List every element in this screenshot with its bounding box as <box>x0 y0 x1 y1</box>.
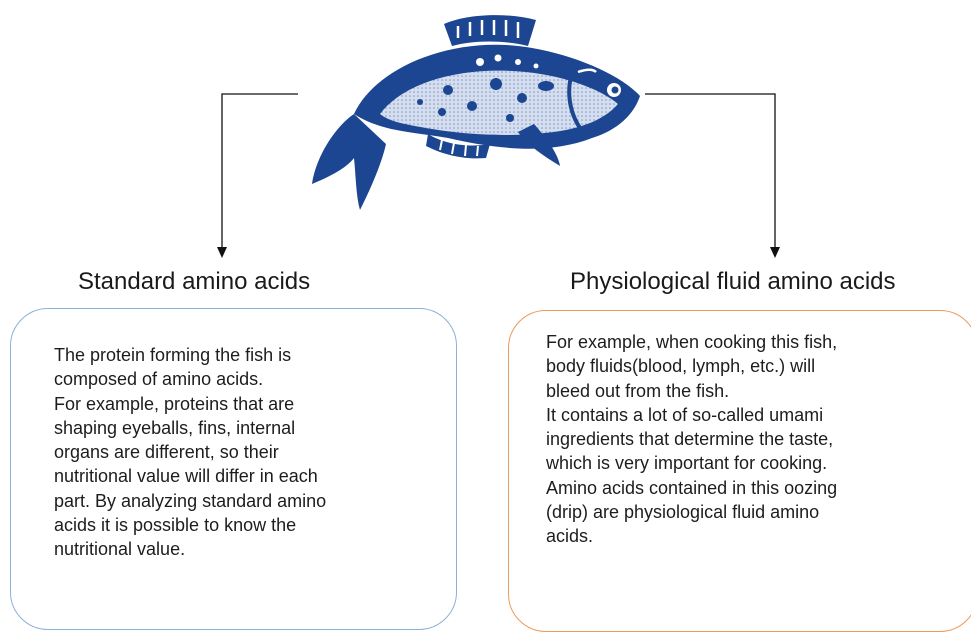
standard-amino-acids-description: The protein forming the fish is composed… <box>54 343 444 562</box>
physiological-fluid-amino-acids-heading: Physiological fluid amino acids <box>570 268 896 296</box>
left-connector-line <box>222 94 298 250</box>
description-line: shaping eyeballs, fins, internal <box>54 416 444 440</box>
standard-amino-acids-box: The protein forming the fish is composed… <box>10 308 457 630</box>
physiological-fluid-amino-acids-box: For example, when cooking this fish, bod… <box>508 310 971 632</box>
description-line: ingredients that determine the taste, <box>546 427 966 451</box>
description-line: which is very important for cooking. <box>546 451 966 475</box>
description-line: For example, when cooking this fish, <box>546 330 966 354</box>
description-line: acids it is possible to know the <box>54 513 444 537</box>
description-line: (drip) are physiological fluid amino <box>546 500 966 524</box>
description-line: The protein forming the fish is <box>54 343 444 367</box>
right-connector-line <box>645 94 775 250</box>
standard-amino-acids-heading: Standard amino acids <box>78 268 310 296</box>
description-line: composed of amino acids. <box>54 367 444 391</box>
description-line: Amino acids contained in this oozing <box>546 476 966 500</box>
description-line: organs are different, so their <box>54 440 444 464</box>
left-arrowhead <box>217 247 227 258</box>
description-line: For example, proteins that are <box>54 392 444 416</box>
description-line: body fluids(blood, lymph, etc.) will <box>546 354 966 378</box>
description-line: nutritional value. <box>54 537 444 561</box>
description-line: nutritional value will differ in each <box>54 464 444 488</box>
right-arrowhead <box>770 247 780 258</box>
description-line: It contains a lot of so-called umami <box>546 403 966 427</box>
fish-icon <box>296 6 646 216</box>
description-line: acids. <box>546 524 966 548</box>
description-line: bleed out from the fish. <box>546 379 966 403</box>
physiological-fluid-amino-acids-description: For example, when cooking this fish, bod… <box>546 330 966 549</box>
description-line: part. By analyzing standard amino <box>54 489 444 513</box>
